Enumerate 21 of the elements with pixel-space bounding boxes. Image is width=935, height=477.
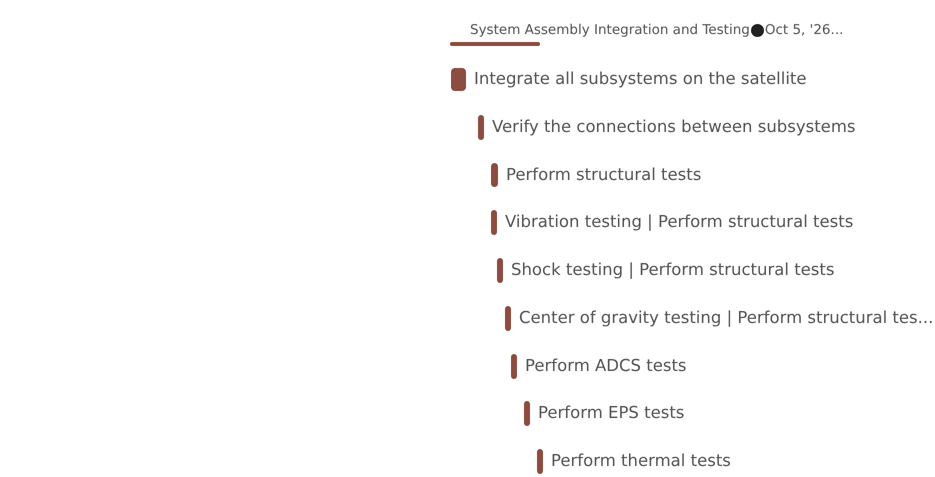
summary-task-label: System Assembly Integration and Testing: [470, 21, 750, 40]
task-label: Perform thermal tests: [551, 450, 731, 472]
task-bar: [451, 68, 466, 90]
task-label: Perform structural tests: [506, 164, 702, 186]
task-label: Vibration testing | Perform structural tests: [505, 211, 854, 233]
task-bar: [491, 210, 497, 234]
task-bar: [524, 400, 530, 426]
task-bar: [505, 306, 511, 330]
task-label: Integrate all subsystems on the satellite: [474, 68, 807, 90]
task-bar: [537, 448, 543, 474]
task-bar: [511, 354, 517, 378]
task-label: Perform EPS tests: [538, 402, 684, 424]
task-bar: [497, 258, 503, 282]
task-bar: [478, 114, 484, 140]
date-label: Oct 5, '26...: [764, 21, 844, 40]
task-bar: [491, 163, 498, 187]
task-label: Shock testing | Perform structural tests: [511, 259, 834, 281]
task-label: Perform ADCS tests: [525, 355, 687, 377]
task-label: Center of gravity testing | Perform structural tes...: [519, 307, 934, 329]
task-label: Verify the connections between subsystems: [492, 116, 856, 138]
summary-bar: [450, 42, 540, 46]
